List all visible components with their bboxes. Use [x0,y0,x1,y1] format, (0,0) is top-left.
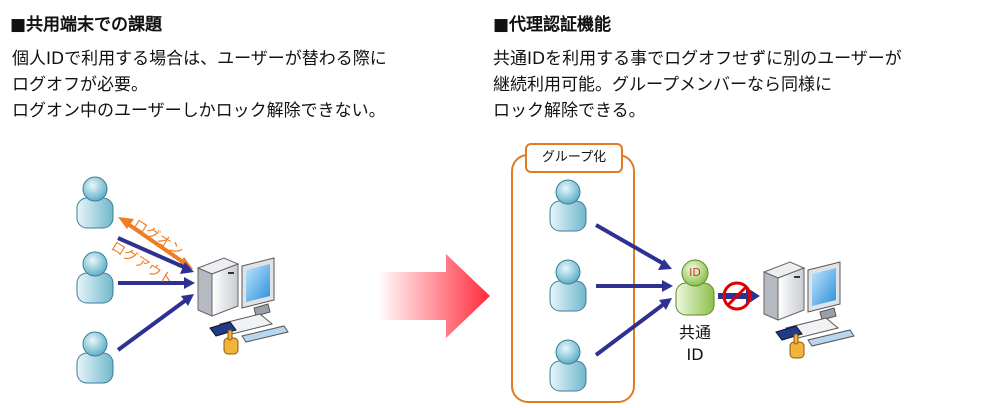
access-arrow [595,223,672,270]
user-icon [549,179,587,232]
left-line-1: 個人IDで利用する場合は、ユーザーが替わる際に [12,49,387,69]
prohibit-icon [722,281,752,311]
transition-arrow [378,254,490,338]
user-icon [76,176,114,229]
left-heading: ■共用端末での課題 [10,15,163,35]
id-badge: ID [689,266,701,279]
right-description: 共通IDを利用する事でログオフせずに別のユーザーが 継続利用可能。グループメンバ… [493,46,902,124]
right-heading: ■代理認証機能 [493,15,612,35]
user-icon [549,339,587,392]
shared-id-line-2: ID [686,345,704,364]
left-line-3: ログオン中のユーザーしかロック解除できない。 [12,101,386,121]
group-label: グループ化 [525,143,623,173]
user-icon [76,251,114,304]
right-line-2: 継続利用可能。グループメンバーなら同様に [493,75,832,95]
shared-id-user-icon [675,259,715,316]
user-icon [76,331,114,384]
user-icon [549,259,587,312]
access-arrow [118,277,195,289]
access-arrow [116,294,194,352]
computer-icon [196,257,289,355]
right-line-3: ロック解除できる。 [493,101,646,121]
access-arrow [594,298,672,357]
access-arrow [596,280,673,292]
shared-id-line-1: 共通 [678,323,711,342]
right-line-1: 共通IDを利用する事でログオフせずに別のユーザーが [493,49,902,69]
left-line-2: ログオフが必要。 [12,75,148,95]
left-description: 個人IDで利用する場合は、ユーザーが替わる際に ログオフが必要。 ログオン中のユ… [12,46,387,124]
access-arrow [117,236,194,274]
computer-icon [762,261,855,359]
shared-id-label: 共通 ID [665,322,725,366]
